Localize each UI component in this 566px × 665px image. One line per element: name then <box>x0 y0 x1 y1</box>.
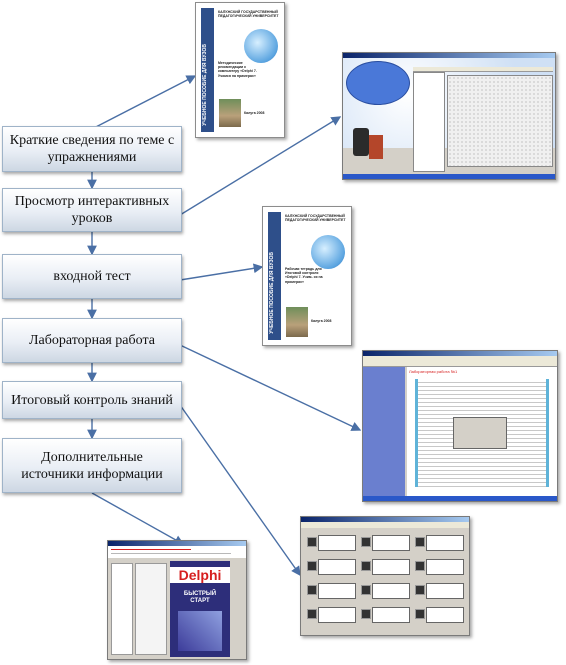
page-thumbnails <box>111 563 133 655</box>
answer-field <box>307 559 356 575</box>
answer-field <box>361 559 410 575</box>
monitor-icon <box>415 537 425 547</box>
answer-field <box>307 583 356 599</box>
arrow-to-lab-window <box>179 344 362 431</box>
step-lab-work: Лабораторная работа <box>2 318 182 363</box>
answer-field <box>415 535 464 551</box>
answer-field <box>415 607 464 623</box>
answer-field <box>361 583 410 599</box>
arrow-to-delphi-book <box>91 492 185 545</box>
arrow-to-test-window <box>179 404 301 577</box>
manual-cover-1: УЧЕБНОЕ ПОСОБИЕ ДЛЯ ВУЗОВ КАЛУЖСКИЙ ГОСУ… <box>195 2 285 138</box>
monitor-icon <box>307 537 317 547</box>
step-brief-info: Краткие сведения по теме с упражнениями <box>2 126 182 172</box>
lab-work-screenshot: Лабораторная работа №1 <box>362 350 558 502</box>
manual-cover-2: УЧЕБНОЕ ПОСОБИЕ ДЛЯ ВУЗОВ КАЛУЖСКИЙ ГОСУ… <box>262 206 352 346</box>
monitor-icon <box>415 585 425 595</box>
step-interactive-lessons: Просмотр интерактивных уроков <box>2 188 182 232</box>
globe-icon <box>244 29 278 63</box>
monitor-icon <box>361 537 371 547</box>
answer-field <box>415 583 464 599</box>
answer-field <box>361 607 410 623</box>
arrow-to-manual-1 <box>89 75 197 131</box>
answer-field <box>307 607 356 623</box>
arrow-to-manual-2 <box>179 263 264 281</box>
monitor-icon <box>361 609 371 619</box>
lab-dialog <box>453 417 507 449</box>
speech-bubble <box>346 61 410 105</box>
monitor-icon <box>415 609 425 619</box>
delphi-book-screenshot: Delphi БЫСТРЫЙ СТАРТ <box>107 540 247 660</box>
final-test-screenshot <box>300 516 470 636</box>
form-designer <box>447 75 553 167</box>
answer-field <box>307 535 356 551</box>
step-final-control: Итоговый контроль знаний <box>2 381 182 419</box>
globe-icon <box>311 235 345 269</box>
delphi-cover: Delphi БЫСТРЫЙ СТАРТ <box>170 561 230 657</box>
step-extra-sources: Дополнительные источники информации <box>2 438 182 493</box>
podium <box>369 135 383 159</box>
lab-sidebar <box>363 367 405 496</box>
monitor-icon <box>307 609 317 619</box>
object-inspector <box>413 72 445 172</box>
building-photo <box>286 307 308 337</box>
monitor-icon <box>307 585 317 595</box>
step-entry-test: входной тест <box>2 254 182 299</box>
monitor-icon <box>415 561 425 571</box>
answer-field <box>361 535 410 551</box>
monitor-icon <box>361 585 371 595</box>
building-photo <box>219 99 241 127</box>
arrow-to-interactive-window <box>179 116 342 216</box>
monitor-icon <box>307 561 317 571</box>
interactive-lesson-screenshot <box>342 52 556 180</box>
monitor-icon <box>361 561 371 571</box>
lecturer-figure <box>353 128 369 156</box>
answer-field <box>415 559 464 575</box>
